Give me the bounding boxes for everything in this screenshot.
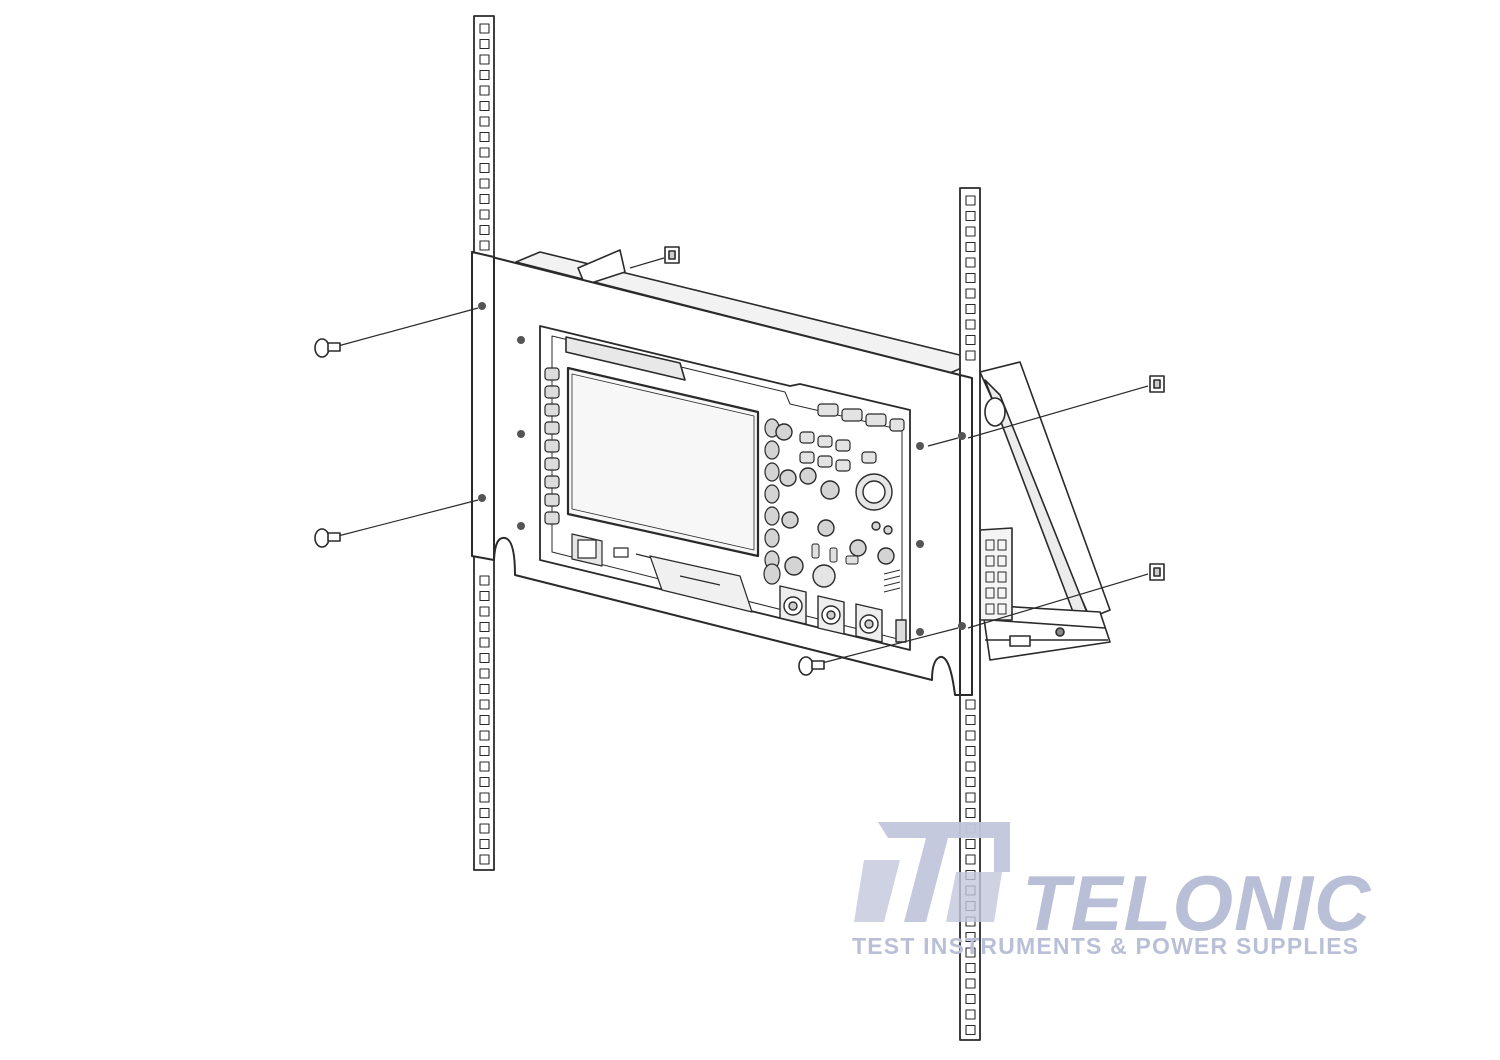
- rail-hole: [479, 807, 490, 819]
- rail-hole: [479, 224, 490, 236]
- rail-hole: [479, 823, 490, 834]
- mounting-screws: [314, 307, 959, 676]
- bnc-inputs: [779, 585, 907, 643]
- cage-nuts: [629, 246, 1165, 629]
- rail-hole: [479, 100, 490, 112]
- rail-hole: [479, 116, 490, 127]
- cage-nut-icon: [967, 563, 1165, 629]
- rail-hole: [479, 621, 490, 633]
- rail-hole: [965, 854, 976, 865]
- rail-hole: [479, 162, 490, 174]
- rail-hole: [479, 131, 490, 143]
- rail-hole: [479, 776, 490, 788]
- small-keys: [811, 543, 901, 593]
- rail-hole: [479, 637, 490, 648]
- rail-hole: [479, 38, 490, 50]
- rail-hole: [479, 699, 490, 710]
- watermark-tagline: TEST INSTRUMENTS & POWER SUPPLIES: [852, 933, 1360, 959]
- rail-hole: [965, 350, 976, 361]
- rail-hole: [965, 272, 976, 284]
- rear-support-bracket: [979, 361, 1111, 661]
- cage-nut-icon: [967, 375, 1165, 439]
- screw-icon: [314, 499, 479, 548]
- rail-hole: [479, 730, 490, 741]
- rail-holes: [479, 23, 490, 865]
- rail-hole: [479, 761, 490, 772]
- vent-slots: [985, 539, 1007, 615]
- rail-hole: [965, 1024, 976, 1036]
- screw-icon: [798, 627, 959, 676]
- rail-hole: [479, 652, 490, 664]
- rail-hole: [965, 993, 976, 1005]
- rail-hole: [965, 730, 976, 741]
- rail-hole: [479, 575, 490, 586]
- function-buttons: [799, 403, 905, 472]
- rail-hole: [965, 334, 976, 346]
- rail-hole: [479, 745, 490, 757]
- control-knobs: [775, 423, 895, 588]
- rail-hole: [479, 193, 490, 205]
- rail-hole: [965, 714, 976, 726]
- rail-hole: [479, 209, 490, 220]
- rail-hole: [479, 714, 490, 726]
- rail-hole: [965, 931, 976, 943]
- usb-port-area: [571, 533, 753, 613]
- rail-hole: [965, 962, 976, 974]
- rail-hole: [965, 807, 976, 819]
- rail-hole: [965, 288, 976, 299]
- cage-nut-icon: [629, 246, 680, 269]
- screw-icon: [314, 307, 479, 358]
- rail-hole: [479, 838, 490, 850]
- rail-hole: [479, 178, 490, 189]
- rail-hole: [479, 854, 490, 865]
- rail-hole: [479, 792, 490, 803]
- rail-hole: [479, 85, 490, 96]
- rail-hole: [965, 776, 976, 788]
- rail-hole: [965, 761, 976, 772]
- rail-hole: [965, 838, 976, 850]
- oscilloscope-front: [539, 325, 911, 651]
- rail-hole: [479, 606, 490, 617]
- rail-hole: [479, 54, 490, 65]
- rail-hole: [965, 226, 976, 237]
- rail-hole: [479, 240, 490, 251]
- rail-hole: [479, 683, 490, 695]
- rail-hole: [479, 590, 490, 602]
- screw-icon: [927, 437, 959, 447]
- rail-hole: [479, 668, 490, 679]
- display-screen: [566, 366, 760, 558]
- rail-hole: [965, 947, 976, 958]
- rail-hole: [479, 23, 490, 34]
- rail-hole: [965, 303, 976, 315]
- left-softkeys: [544, 367, 560, 525]
- rail-hole: [965, 1009, 976, 1020]
- rail-hole: [965, 699, 976, 710]
- rail-hole: [965, 195, 976, 206]
- rail-hole: [965, 792, 976, 803]
- rail-hole: [965, 978, 976, 989]
- rail-hole: [965, 319, 976, 330]
- rail-hole: [479, 147, 490, 158]
- rail-hole: [965, 210, 976, 222]
- telonic-logo-icon: [854, 822, 1010, 922]
- rail-hole: [965, 257, 976, 268]
- rail-hole: [479, 69, 490, 81]
- rail-hole: [965, 745, 976, 757]
- watermark-name: TELONIC: [1022, 859, 1372, 947]
- rail-hole: [965, 241, 976, 253]
